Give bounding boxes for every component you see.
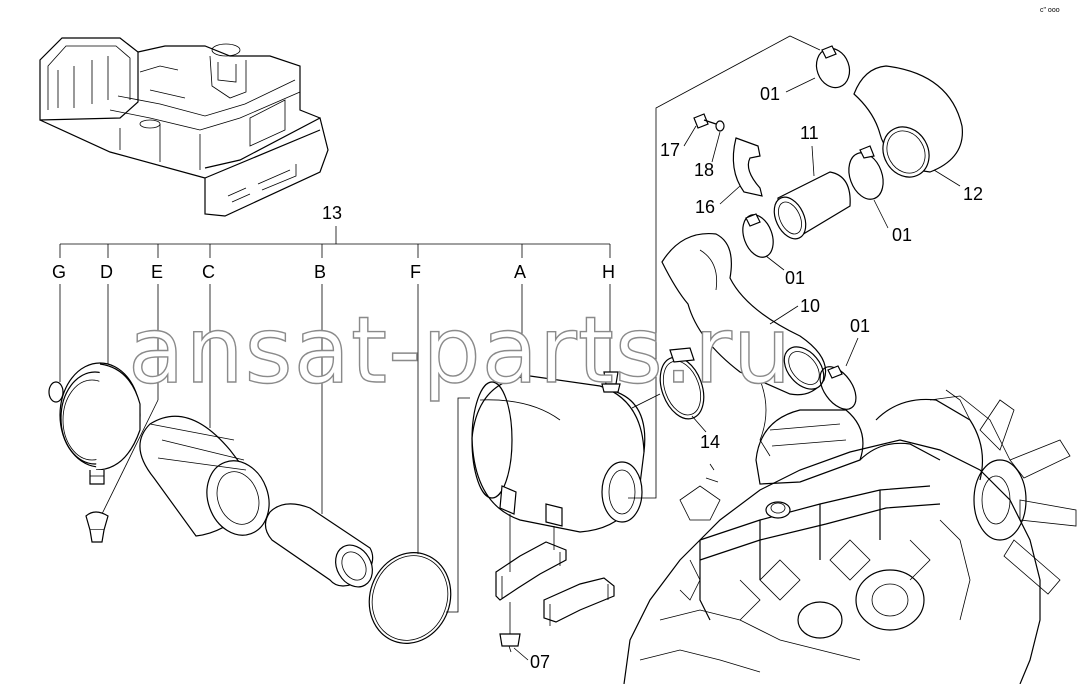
bolt-07 [499, 602, 521, 653]
sub-label-h: H [602, 262, 615, 282]
washer-18 [715, 120, 725, 132]
engine-illustration [623, 379, 1077, 684]
callout-07: 07 [530, 652, 550, 672]
sub-label-a: A [514, 262, 526, 282]
air-cleaner-body-part-a [471, 375, 646, 533]
callout-01-middle: 01 [785, 268, 805, 288]
elbow-hose-12 [853, 65, 963, 178]
sub-label-c: C [202, 262, 215, 282]
callout-17: 17 [660, 140, 680, 160]
hose-clamp-01-top [815, 45, 851, 89]
corner-note: c" ooo [1040, 7, 1060, 14]
bolt-17 [693, 113, 717, 129]
assembly-label-13: 13 [322, 203, 342, 223]
callout-11: 11 [800, 123, 819, 143]
mounting-brackets [495, 514, 615, 626]
callout-12: 12 [963, 184, 983, 204]
sub-label-f: F [410, 262, 421, 282]
end-cover-part-d [59, 362, 141, 485]
callout-14: 14 [700, 432, 720, 452]
sub-label-leaders [59, 284, 611, 554]
leader-main-top [628, 35, 821, 499]
sub-label-d: D [100, 262, 113, 282]
callout-01-lower: 01 [850, 316, 870, 336]
assembly-bracket [59, 226, 611, 258]
callout-01-right: 01 [892, 225, 912, 245]
callout-18: 18 [694, 160, 714, 180]
watermark-text: ansat-parts.ru [128, 297, 792, 404]
machine-overview-illustration [39, 37, 329, 217]
hose-clamp-01-middle [742, 213, 774, 258]
callout-01-top: 01 [760, 84, 780, 104]
sub-label-b: B [314, 262, 326, 282]
plug-part-g [48, 381, 64, 403]
hose-clamp-01-right [848, 145, 884, 200]
sub-label-g: G [52, 262, 66, 282]
sub-label-e: E [151, 262, 163, 282]
stay-bracket-16 [732, 137, 763, 197]
curved-hose-10 [661, 232, 827, 396]
service-indicator-part-h [601, 371, 621, 393]
vacuator-valve-part-e [85, 511, 109, 543]
callout-10: 10 [800, 296, 820, 316]
callout-16: 16 [695, 197, 715, 217]
adapter-tube-11 [773, 171, 851, 240]
hose-clamp-01-lower [819, 365, 857, 410]
safety-filter-part-b [264, 503, 374, 588]
band-clamp-14 [659, 347, 705, 420]
primary-filter-part-c [139, 415, 270, 537]
